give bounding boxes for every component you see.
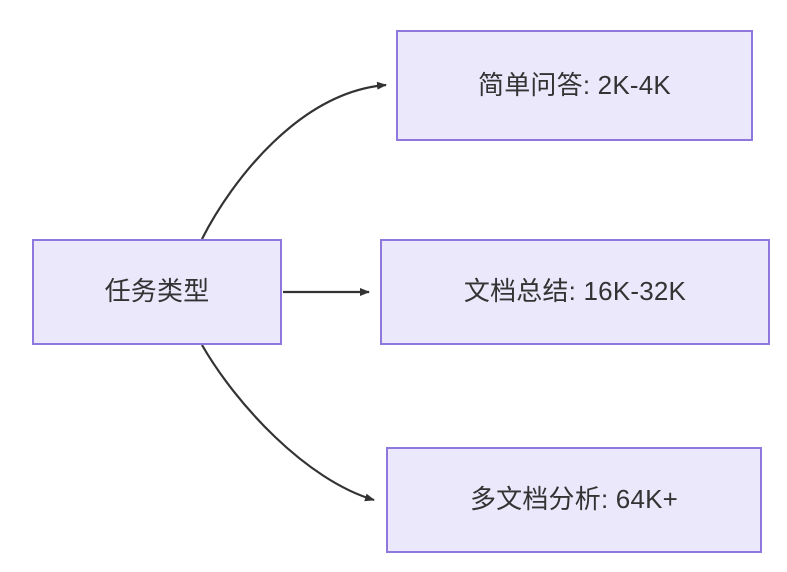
- edge-root-to-simple-qa: [201, 81, 387, 240]
- edge-root-to-multi-doc: [201, 344, 375, 502]
- node-root-task-type[interactable]: 任务类型: [32, 239, 282, 345]
- node-simple-qa[interactable]: 简单问答: 2K-4K: [396, 30, 753, 141]
- node-doc-summary-label: 文档总结: 16K-32K: [463, 276, 687, 307]
- node-root-label: 任务类型: [104, 276, 210, 307]
- node-simple-qa-label: 简单问答: 2K-4K: [478, 69, 671, 100]
- node-doc-summary[interactable]: 文档总结: 16K-32K: [380, 239, 770, 345]
- node-multi-doc[interactable]: 多文档分析: 64K+: [386, 447, 762, 553]
- node-multi-doc-label: 多文档分析: 64K+: [469, 484, 679, 515]
